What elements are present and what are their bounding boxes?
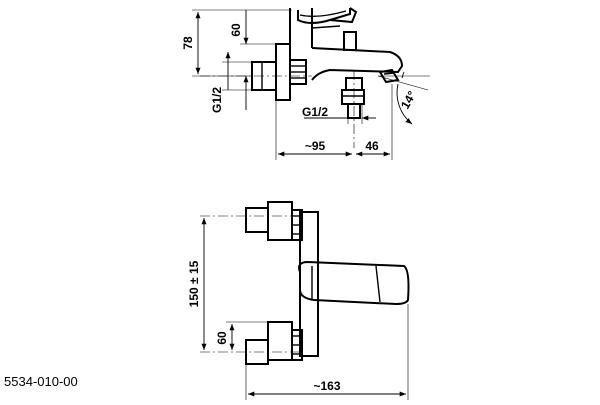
part-number: 5534-010-00: [4, 374, 78, 389]
thread-g12-spout-label: G1/2: [302, 105, 328, 119]
eccentric-bottom-front: [245, 321, 303, 365]
angle-14-label: 14°: [398, 88, 419, 111]
dim-150-label: 150 ± 15: [187, 260, 201, 307]
side-view: 78 60 G1/2 G1/2: [181, 7, 430, 160]
eccentric-connector-side: [251, 43, 307, 101]
thread-g12-spout: G1/2: [302, 104, 376, 124]
dim-60-bottom-label: 60: [215, 331, 229, 345]
front-view: 150 ± 15 60 ~163: [187, 201, 410, 400]
outlet-connector-side: [341, 77, 365, 119]
thread-g12-left-label: G1/2: [210, 87, 224, 113]
dim-78-label: 78: [181, 36, 195, 50]
faucet-body-side: [289, 7, 404, 84]
eccentric-top-front: [245, 201, 303, 241]
thread-g12-left: G1/2: [210, 52, 252, 113]
dimension-60-bottom: 60: [215, 321, 270, 350]
dim-46-label: 46: [365, 139, 379, 153]
dim-95-label: ~95: [305, 139, 326, 153]
dimension-78: 78: [181, 9, 292, 77]
dim-163-label: ~163: [313, 379, 340, 393]
dimension-163: ~163: [245, 304, 409, 400]
dimension-60-top: 60: [229, 10, 278, 110]
dimension-150: 150 ± 15: [187, 218, 207, 350]
spout-front: [298, 260, 410, 306]
dim-60-top-label: 60: [229, 23, 243, 37]
dimension-95-46: ~95 46: [275, 84, 393, 160]
